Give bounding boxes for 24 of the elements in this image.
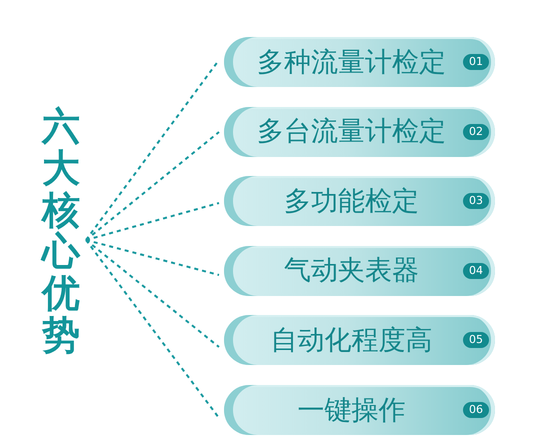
dashed-connector: [86, 202, 220, 241]
feature-pill: [224, 246, 495, 296]
dashed-connector: [85, 239, 220, 348]
dashed-connector: [86, 239, 220, 276]
feature-pill: [224, 315, 495, 366]
feature-label: 气动夹表器: [284, 257, 419, 284]
feature-label: 一键操作: [298, 396, 406, 424]
feature-pill: [224, 37, 495, 87]
step-number: 05: [463, 332, 489, 348]
feature-label: 多台流量计检定: [257, 118, 446, 146]
step-number: 03: [463, 193, 489, 210]
step-number: 06: [463, 402, 489, 418]
feature-label: 多种流量计检定: [257, 48, 446, 76]
feature-pill: [224, 385, 495, 435]
step-number: 04: [463, 262, 489, 279]
feature-label: 多功能检定: [284, 188, 419, 215]
feature-label: 自动化程度高: [270, 326, 432, 354]
step-number: 02: [463, 124, 489, 140]
feature-pill: [224, 176, 495, 226]
vertical-heading: 六大核心优势: [42, 106, 80, 357]
feature-pill: [224, 106, 495, 157]
dashed-connector: [85, 131, 220, 241]
dashed-connector: [85, 239, 220, 419]
step-number: 01: [463, 54, 489, 70]
